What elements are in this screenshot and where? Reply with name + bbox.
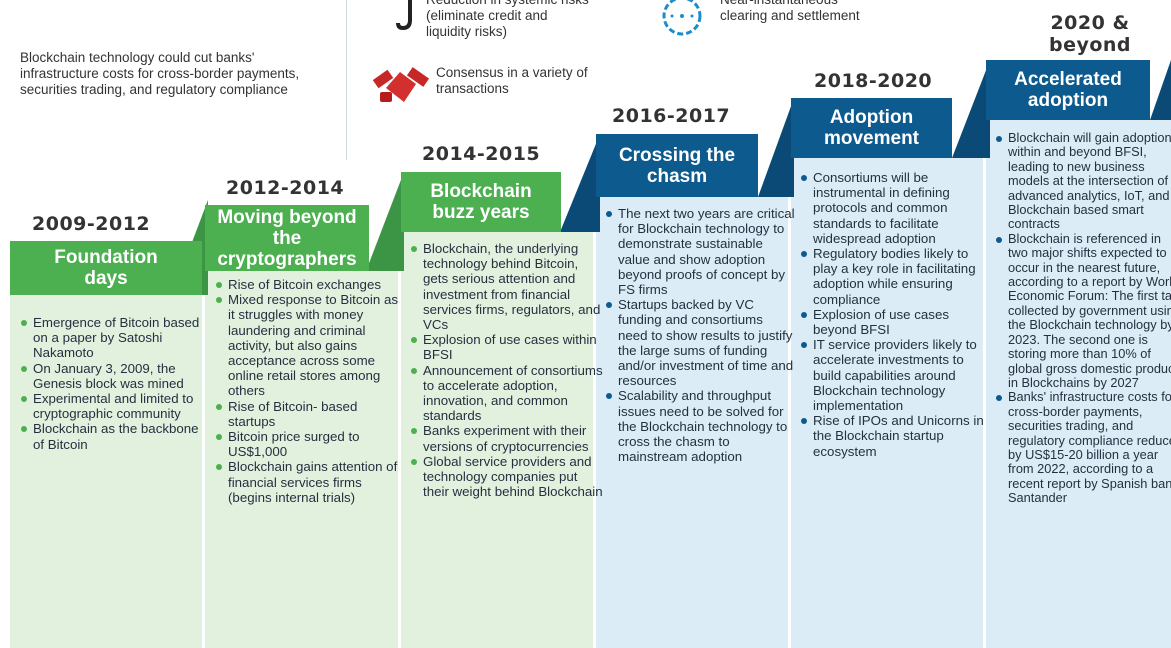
j-hook-icon — [396, 0, 416, 32]
list-item: Announcement of consortiums to accelerat… — [411, 362, 603, 424]
stage-5-bullets: Consortiums will be instrumental in defi… — [798, 170, 995, 459]
list-item: Consortiums will be instrumental in defi… — [801, 170, 995, 246]
benefit-clearing: Near-instantaneous clearing and settleme… — [720, 0, 860, 23]
stage-3-title: Blockchain buzz years — [401, 172, 561, 232]
benefit-systemic-risk: Reduction in systemic risks (eliminate c… — [426, 0, 589, 39]
stage-5-panel — [791, 158, 983, 648]
stage-6-title: Accelerated adoption — [986, 60, 1150, 120]
stage-1-panel — [10, 295, 202, 648]
step-connector-3 — [560, 134, 600, 232]
list-item: The next two years are critical for Bloc… — [606, 206, 795, 298]
list-item: Bitcoin price surged to US$1,000 — [216, 429, 408, 459]
clock-icon — [658, 0, 706, 42]
list-item: Blockchain gains attention of financial … — [216, 459, 408, 505]
stage-3-panel — [401, 232, 593, 648]
stage-4-bullets: The next two years are critical for Bloc… — [603, 206, 796, 464]
stage-1-title: Foundation days — [10, 241, 202, 295]
list-item: Mixed response to Bitcoin as it struggle… — [216, 292, 408, 398]
list-item: Rise of Bitcoin- based startups — [216, 399, 408, 429]
step-connector-4 — [758, 98, 794, 197]
stage-6-panel — [986, 120, 1171, 648]
handshake-icon — [370, 58, 432, 112]
stage-4-title: Crossing the chasm — [596, 134, 758, 197]
stage-3-year: 2014-2015 — [422, 143, 541, 165]
list-item: Rise of IPOs and Unicorns in the Blockch… — [801, 413, 995, 459]
list-item: Emergence of Bitcoin based on a paper by… — [21, 315, 203, 361]
stage-1-year: 2009-2012 — [32, 213, 151, 235]
list-item: Explosion of use cases beyond BFSI — [801, 307, 995, 337]
step-connector-2 — [366, 172, 404, 271]
list-item: On January 3, 2009, the Genesis block wa… — [21, 361, 203, 391]
stage-2-bullets: Rise of Bitcoin exchanges Mixed response… — [213, 277, 408, 505]
benefit-consensus: Consensus in a variety of transactions — [436, 65, 588, 96]
list-item: Explosion of use cases within BFSI — [411, 332, 603, 362]
list-item: Experimental and limited to cryptographi… — [21, 391, 203, 421]
stage-6-year: 2020 & beyond — [1048, 12, 1132, 56]
stage-4-year: 2016-2017 — [612, 105, 731, 127]
stage-6-bullets: Blockchain will gain adoption within and… — [993, 130, 1171, 506]
list-item: Regulatory bodies likely to play a key r… — [801, 246, 995, 307]
list-item: Global service providers and technology … — [411, 453, 603, 500]
list-item: Banks experiment with their versions of … — [411, 423, 603, 454]
list-item: Rise of Bitcoin exchanges — [216, 277, 408, 292]
stage-5-year: 2018-2020 — [814, 70, 933, 92]
stage-5-title: Adoption movement — [791, 98, 952, 158]
list-item: Banks' infrastructure costs for cross-bo… — [996, 390, 1171, 505]
list-item: Scalability and throughput issues need t… — [606, 388, 796, 464]
stage-2-title: Moving beyond the cryptographers — [205, 205, 369, 271]
list-item: Blockchain, the underlying technology be… — [411, 241, 603, 332]
step-connector-5 — [952, 60, 990, 158]
list-item: Blockchain as the backbone of Bitcoin — [21, 421, 203, 452]
stage-3-bullets: Blockchain, the underlying technology be… — [408, 241, 603, 499]
divider-line — [346, 0, 347, 160]
list-item: Blockchain will gain adoption within and… — [996, 130, 1171, 232]
list-item: Blockchain is referenced in two major sh… — [996, 231, 1171, 390]
list-item: IT service providers likely to accelerat… — [801, 337, 995, 413]
intro-text: Blockchain technology could cut banks' i… — [20, 50, 300, 97]
stage-2-panel — [205, 271, 398, 648]
stage-1-bullets: Emergence of Bitcoin based on a paper by… — [18, 315, 203, 452]
list-item: Startups backed by VC funding and consor… — [606, 297, 796, 388]
stage-2-year: 2012-2014 — [226, 177, 345, 199]
stage-4-panel — [596, 197, 788, 648]
step-connector-6 — [1150, 60, 1171, 120]
